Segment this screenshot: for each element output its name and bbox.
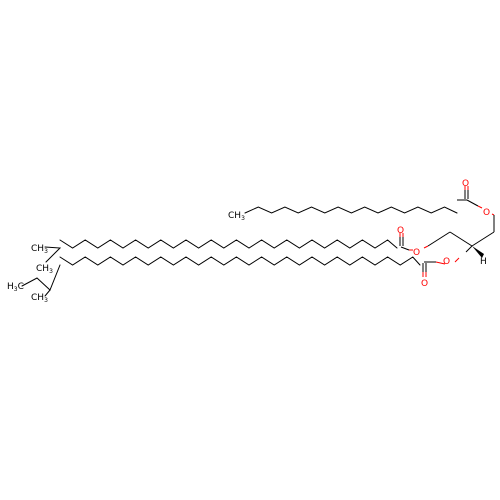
alkyl-labels: H CH3 CH3 CH3 H3C CH3 [7,211,487,304]
ethyl-branch-bond [21,264,61,291]
methyl-label: CH3 [31,293,48,304]
methyl-branch-bond [44,246,62,263]
carbonyl-double-bonds [399,186,469,277]
atom-label-h: H [480,257,487,267]
methyl-label: CH3 [228,211,245,222]
atom-label-o: O [462,179,469,189]
methyl-branch-bond [44,289,51,297]
bond-skeleton [21,206,458,297]
methyl-label: CH3 [36,264,53,275]
atom-label-o: O [443,257,450,267]
atom-labels: O O O O O O [397,179,490,289]
acyl-chain-middle [59,239,398,249]
stereo-wedge-bond [472,246,484,258]
glycerol-backbone [400,199,495,265]
atom-label-o: O [421,279,428,289]
acyl-chain-top [244,206,458,214]
methyl-label: H3C [7,282,24,293]
atom-label-o: O [483,208,490,218]
atom-label-o: O [413,248,420,258]
atom-label-o: O [397,226,404,236]
methyl-label: CH3 [31,244,48,255]
acyl-chain-bottom [59,256,421,266]
